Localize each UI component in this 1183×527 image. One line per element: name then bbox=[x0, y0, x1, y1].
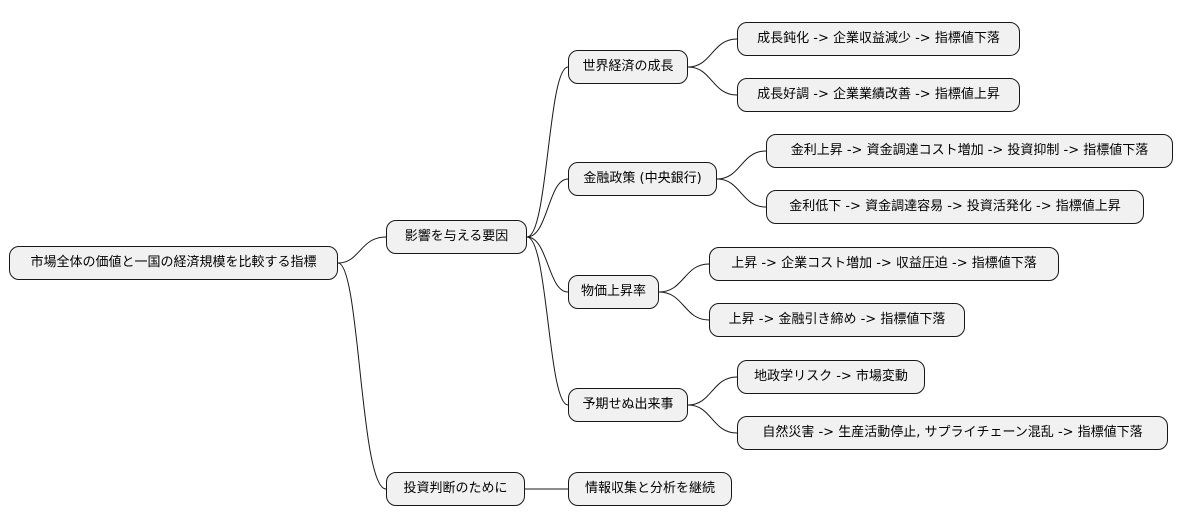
leaf-natural-disaster: 自然災害 -> 生産活動停止, サプライチェーン混乱 -> 指標値下落 bbox=[737, 416, 1168, 450]
branch-for-investment-decisions: 投資判断のために bbox=[386, 472, 525, 506]
node-unexpected-events: 予期せぬ出来事 bbox=[568, 388, 688, 422]
connector-monetary-policy-rate-down bbox=[716, 178, 767, 208]
connector-factors-monetary-policy bbox=[526, 178, 569, 238]
connector-unexpected-geopolitical bbox=[687, 376, 738, 406]
connector-factors-inflation bbox=[526, 236, 569, 293]
connector-root-investment bbox=[337, 262, 387, 490]
node-world-economy-growth: 世界経済の成長 bbox=[568, 50, 688, 84]
node-inflation-rate: 物価上昇率 bbox=[568, 275, 659, 309]
connector-world-economy-strong bbox=[687, 66, 738, 96]
leaf-growth-strong: 成長好調 -> 企業業績改善 -> 指標値上昇 bbox=[737, 78, 1020, 112]
leaf-inflation-tightening: 上昇 -> 金融引き締め -> 指標値下落 bbox=[709, 303, 965, 337]
connector-inflation-tightening bbox=[658, 291, 710, 321]
connector-root-factors bbox=[337, 236, 387, 264]
connector-monetary-policy-rate-up bbox=[716, 150, 767, 180]
connector-factors-unexpected bbox=[526, 236, 569, 406]
connector-unexpected-disaster bbox=[687, 404, 738, 434]
leaf-growth-slowdown: 成長鈍化 -> 企業収益減少 -> 指標値下落 bbox=[737, 22, 1020, 56]
branch-influencing-factors: 影響を与える要因 bbox=[386, 220, 527, 254]
leaf-inflation-cost: 上昇 -> 企業コスト増加 -> 収益圧迫 -> 指標値下落 bbox=[709, 247, 1059, 281]
node-monetary-policy: 金融政策 (中央銀行) bbox=[568, 162, 717, 196]
connector-world-economy-slowdown bbox=[687, 38, 738, 68]
leaf-geopolitical-risk: 地政学リスク -> 市場変動 bbox=[737, 360, 925, 394]
root-node: 市場全体の価値と一国の経済規模を比較する指標 bbox=[9, 246, 338, 280]
leaf-rate-cut: 金利低下 -> 資金調達容易 -> 投資活発化 -> 指標値上昇 bbox=[766, 190, 1144, 224]
leaf-rate-hike: 金利上昇 -> 資金調達コスト増加 -> 投資抑制 -> 指標値下落 bbox=[766, 134, 1173, 168]
node-continue-research: 情報収集と分析を継続 bbox=[568, 472, 732, 506]
connector-factors-world-economy bbox=[526, 66, 569, 238]
connector-inflation-cost bbox=[658, 263, 710, 293]
